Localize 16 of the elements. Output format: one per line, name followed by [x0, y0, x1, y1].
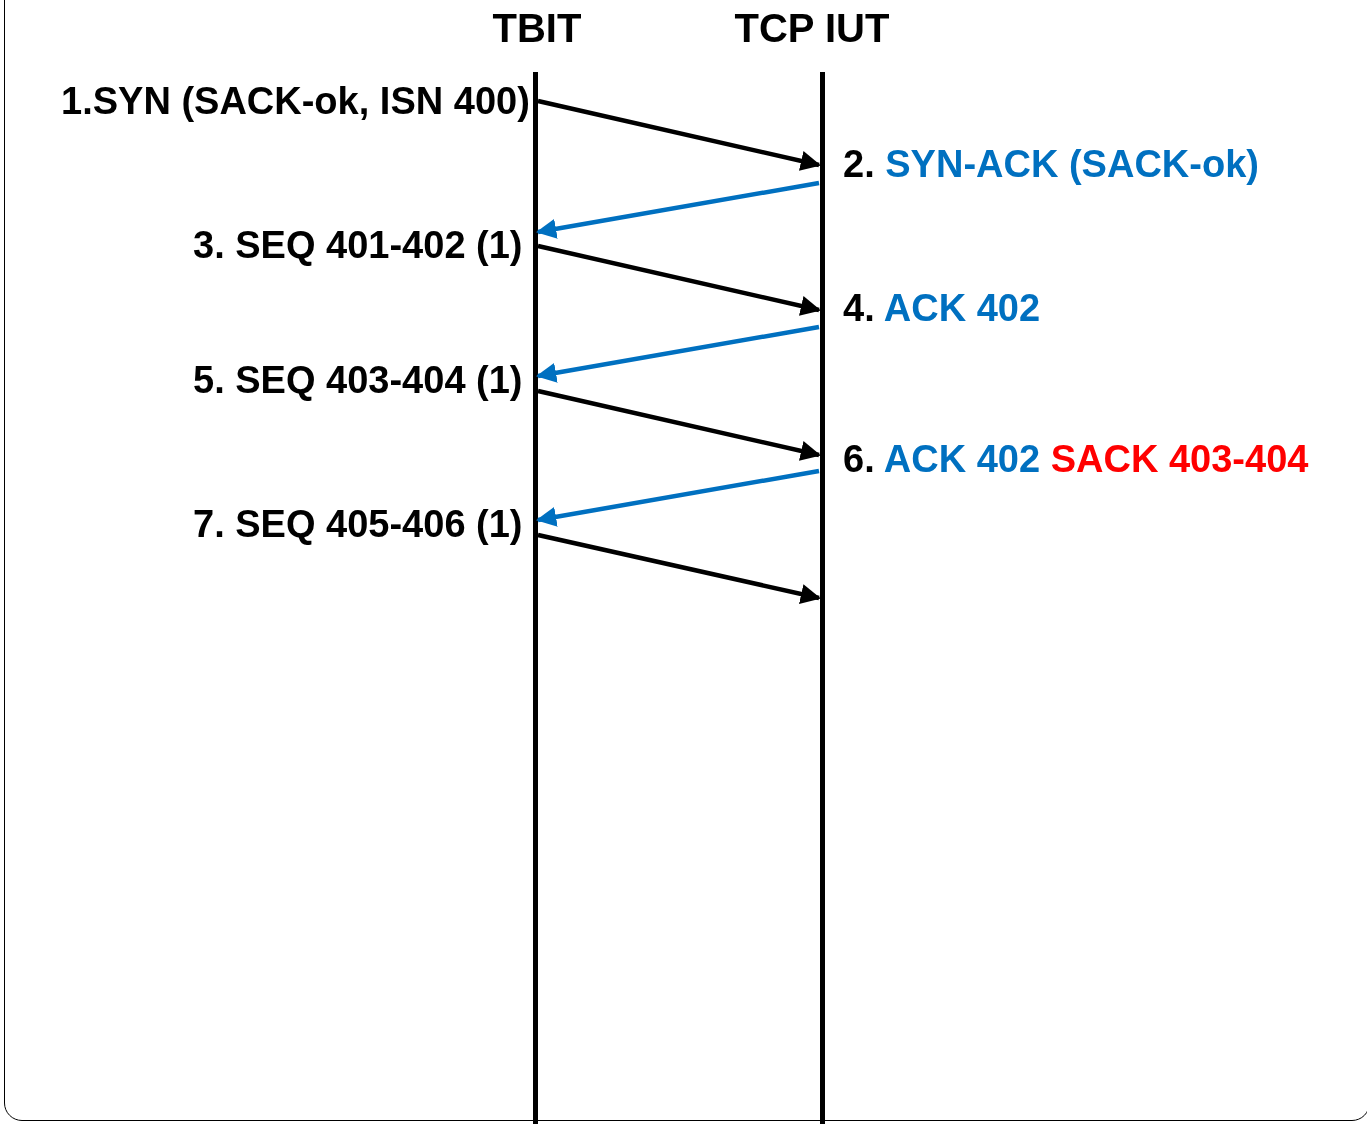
edge-label: 6. ACK 402 SACK 403-404 [843, 437, 1309, 481]
edge-label: 7. SEQ 405-406 (1) [193, 502, 523, 546]
edge-label: 5. SEQ 403-404 (1) [193, 358, 523, 402]
lifeline-header: TBIT [492, 5, 582, 51]
arrow [537, 243, 821, 316]
edge-label: 1.SYN (SACK-ok, ISN 400) [61, 79, 530, 123]
arrow [536, 468, 820, 527]
arrow [537, 532, 821, 604]
arrow [536, 180, 820, 239]
arrow [537, 98, 821, 171]
edge-label: 2. SYN-ACK (SACK-ok) [843, 142, 1259, 186]
lifeline-header: TCP IUT [734, 5, 890, 51]
arrow [536, 324, 820, 383]
edge-label: 4. ACK 402 [843, 286, 1041, 330]
edge-label: 3. SEQ 401-402 (1) [193, 223, 523, 267]
arrow [537, 388, 821, 461]
